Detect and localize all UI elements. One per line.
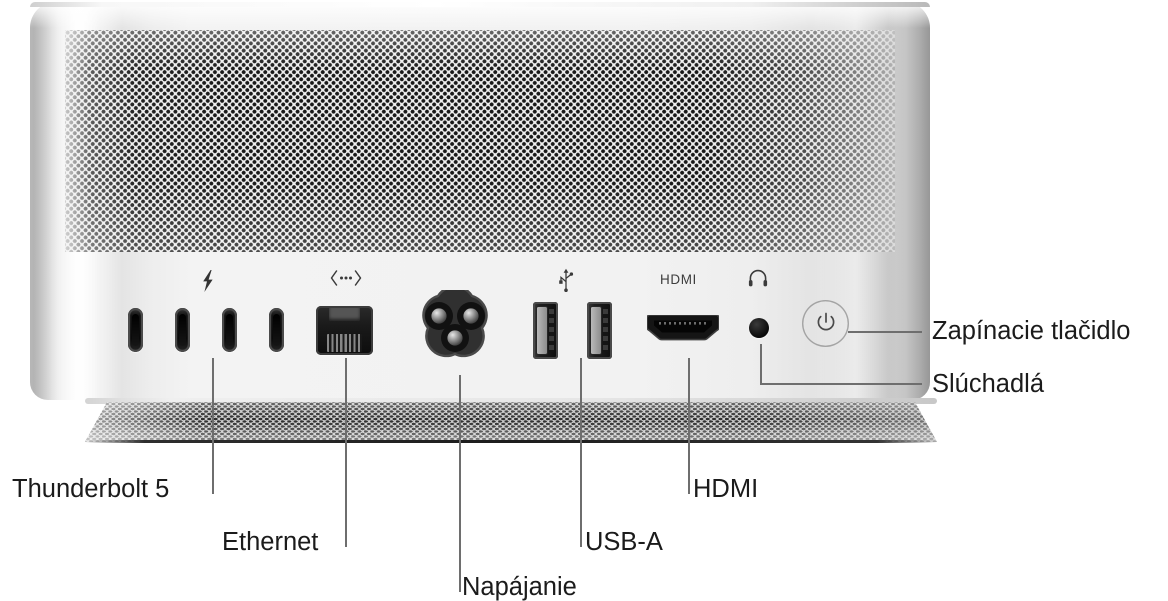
leader-line-power-button — [848, 331, 922, 333]
leader-line-thunderbolt — [212, 358, 214, 494]
base-top-edge — [85, 398, 937, 404]
callout-label-ethernet: Ethernet — [222, 528, 319, 556]
leader-line-power — [459, 375, 461, 592]
usb-a-port-2[interactable] — [587, 302, 612, 359]
thunderbolt-icon — [200, 270, 216, 292]
leader-line-headphones-horizontal — [760, 383, 922, 385]
power-connector-port[interactable] — [411, 290, 499, 358]
callout-label-power-button: Zapínacie tlačidlo — [932, 317, 1131, 345]
thunderbolt-port-1[interactable] — [128, 308, 143, 352]
leader-line-hdmi — [688, 358, 690, 494]
headphone-icon — [748, 268, 768, 288]
ethernet-port[interactable] — [316, 306, 373, 355]
power-button[interactable] — [802, 300, 849, 347]
hdmi-port-icon-label: HDMI — [660, 272, 697, 287]
thunderbolt-port-4[interactable] — [269, 308, 284, 352]
hdmi-port[interactable] — [647, 315, 719, 341]
leader-line-usb-a — [580, 358, 582, 547]
callout-label-headphones: Slúchadlá — [932, 370, 1044, 398]
thunderbolt-port-3[interactable] — [222, 308, 237, 352]
usb-a-tongue-2 — [591, 307, 601, 354]
thunderbolt-port-2[interactable] — [175, 308, 190, 352]
callout-label-hdmi: HDMI — [693, 475, 759, 503]
callout-label-usb-a: USB-A — [585, 528, 663, 556]
usb-a-port-1[interactable] — [533, 302, 558, 359]
callout-label-power: Napájanie — [462, 573, 577, 601]
ethernet-icon — [330, 270, 362, 286]
ethernet-latch-notch — [329, 308, 360, 321]
headphone-jack[interactable] — [749, 318, 769, 338]
usb-a-slot-2 — [603, 309, 608, 352]
exhaust-grille — [65, 30, 895, 252]
ethernet-contact-pins — [327, 334, 362, 352]
usb-a-slot-1 — [549, 309, 554, 352]
mac-mini-rear-illustration: HDMI — [30, 2, 937, 443]
base-contact-shadow — [85, 440, 937, 443]
leader-line-headphones-vertical — [760, 344, 762, 384]
leader-line-ethernet — [345, 358, 347, 547]
callout-label-thunderbolt: Thunderbolt 5 — [12, 475, 170, 503]
usb-icon — [558, 268, 574, 292]
usb-a-tongue-1 — [537, 307, 547, 354]
